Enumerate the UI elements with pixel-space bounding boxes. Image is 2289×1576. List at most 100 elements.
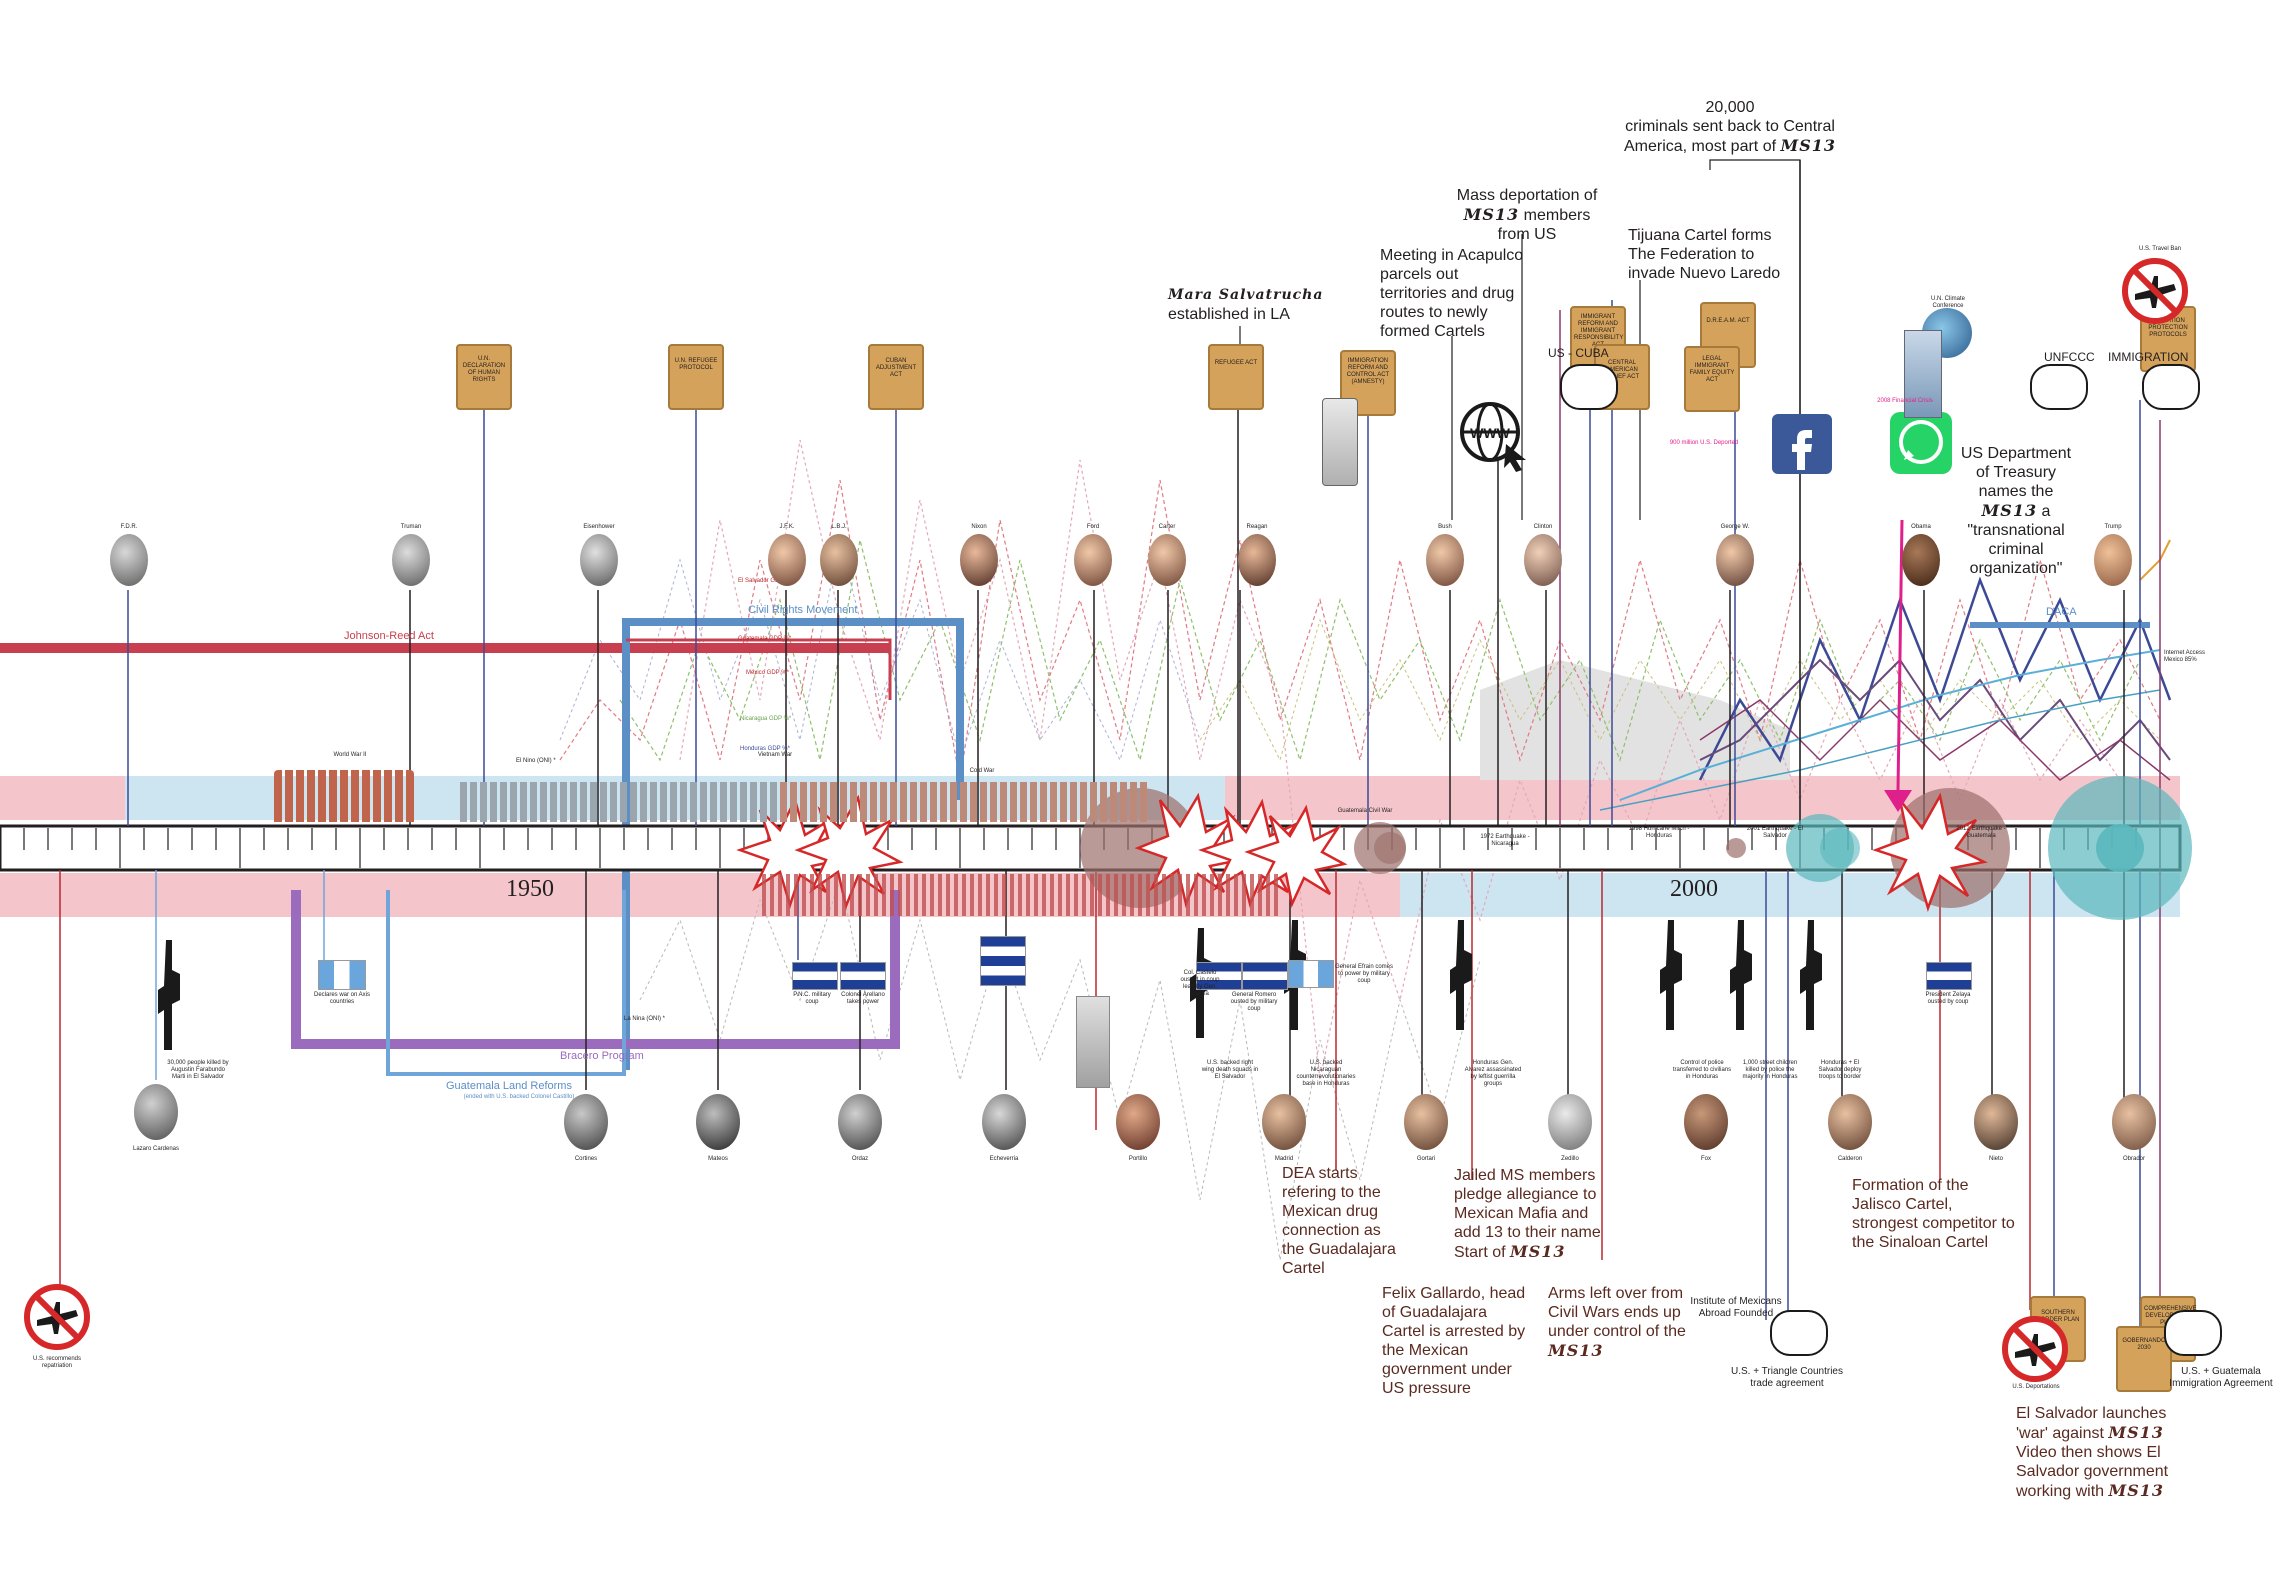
portrait-cortines (564, 1094, 608, 1150)
remittance-line-2 (1699, 658, 2171, 762)
facebook-icon (1772, 414, 1832, 474)
guatemala-reforms-note: (ended with U.S. backed Colonel Castillo… (463, 1094, 575, 1100)
treasury-note: US Department of Treasury names the MS13… (1960, 445, 2072, 577)
blue-band-lower (1400, 873, 2180, 917)
el-salvador-war-note: El Salvador launches 'war' against MS13 … (2016, 1405, 2169, 1500)
deportation-icon (2000, 1314, 2070, 1384)
phone-tower-icon (1904, 330, 1942, 418)
mx-president-nieto: Nieto (1966, 1094, 2026, 1168)
honduras-flag-3 (1926, 962, 1972, 990)
felix-gallardo-note: Felix Gallardo, head of Guadalajara Cart… (1382, 1285, 1526, 1397)
dea-note: DEA starts refering to the Mexican drug … (1282, 1165, 1396, 1277)
la-nina-note: La Nina (ONI) * (624, 1016, 666, 1022)
portrait-reagan (1238, 534, 1276, 586)
earthquake-nic-note: 1972 Earthquake - Nicaragua (1480, 834, 1530, 847)
portrait-jfk (768, 534, 806, 586)
mx-president-madrid: Madrid (1254, 1094, 1314, 1168)
portrait-truman (392, 534, 430, 586)
portrait-portillo (1116, 1094, 1160, 1150)
whatsapp-icon (1890, 412, 1952, 474)
president-fdr: F.D.R. (102, 524, 156, 594)
earthquake-els-note: 2001 Earthquake - El Salvador (1746, 826, 1804, 839)
mx-president-zedillo: Zedillo (1540, 1094, 1600, 1168)
money-stack-icon (1076, 996, 1110, 1088)
gun-icon (1446, 920, 1476, 1030)
mx-president-mateos: Mateos (688, 1094, 748, 1168)
scroll-cuban-adjustment: CUBAN ADJUSTMENT ACT (868, 344, 924, 410)
colonel-note: Colonel Arellano takes power (841, 992, 885, 1005)
scroll-un-refugee: U.N. REFUGEE PROTOCOL (668, 344, 724, 410)
deported-note: 900 million U.S. Deported (1669, 440, 1739, 446)
guatemala-flag (318, 960, 366, 990)
cold-war-bullets (780, 782, 1150, 822)
portrait-echeverria (982, 1094, 1026, 1150)
alvarez-note: Honduras Gen. Alvarez assassinated by le… (1464, 1060, 1522, 1087)
portrait-obama (1902, 534, 1940, 586)
tijuana-cartel-note: Tijuana Cartel forms The Federation to i… (1628, 227, 1781, 282)
acapulco-meeting-note: Meeting in Acapulco parcels out territor… (1380, 247, 1524, 340)
troops-note: Honduras + El Salvador deploy troops to … (1818, 1060, 1862, 1080)
www-icon: WWW (1460, 402, 1530, 472)
scroll-gobernando: GOBERNANDO 2030 (2116, 1326, 2172, 1392)
portrait-lbj (820, 534, 858, 586)
portrait-bush-jr (1716, 534, 1754, 586)
gdp-line-elsalvador (559, 539, 1201, 762)
portrait-fdr (110, 534, 148, 586)
romero-note: General Romero ousted by military coup (1230, 992, 1278, 1012)
deportations-note: U.S. Deportations (2012, 1384, 2060, 1390)
mx-president-cardenas: Lazaro Cardenas (126, 1084, 186, 1164)
triangle-agreement-note: U.S. + Triangle Countries trade agreemen… (1731, 1366, 1843, 1389)
portrait-carter (1148, 534, 1186, 586)
president-jfk: J.F.K. (760, 524, 814, 594)
daca-label: DACA (2046, 606, 2077, 618)
president-nixon: Nixon (952, 524, 1006, 594)
gun-icon (154, 940, 184, 1050)
guatemala-reforms-bracket (386, 890, 626, 1076)
killed-30000-note: 30,000 people killed by Augustin Farabun… (167, 1060, 229, 1080)
honduras-gdp-note: Honduras GDP %* (740, 746, 790, 752)
portrait-calderon (1828, 1094, 1872, 1150)
civil-war-bullets (762, 874, 1282, 916)
portrait-nieto (1974, 1094, 2018, 1150)
guatemala-reforms-label: Guatemala Land Reforms (446, 1080, 572, 1092)
contras-note: U.S. backed Nicaraguan counterrevolution… (1296, 1060, 1356, 1087)
orange-line (2139, 539, 2171, 581)
johnson-reed-label: Johnson-Reed Act (344, 630, 434, 642)
elsalvador-flag (792, 962, 838, 990)
lower-connectors (59, 870, 2161, 1330)
travel-ban-note: U.S. Travel Ban (2138, 246, 2182, 252)
zelaya-note: President Zelaya ousted by coup (1925, 992, 1971, 1005)
pnc-coup-note: P.N.C. military coup (793, 992, 831, 1005)
president-bush-jr: George W. (1708, 524, 1762, 594)
guatemala-war-note: Guatemala Civil War (1337, 808, 1393, 814)
daca-bar (1970, 622, 2150, 628)
un-climate-note: U.N. Climate Conference (1930, 296, 1965, 309)
korea-bullets (460, 782, 780, 822)
elsalvador-flag-2 (1196, 962, 1242, 990)
mx-president-portillo: Portillo (1108, 1094, 1168, 1168)
mara-salvatrucha-note: Mara Salvatrucha established in LA (1168, 287, 1324, 323)
no-plane-icon (22, 1282, 92, 1352)
castelo-note: Col. Castelo ousted in coup lead by Gen.… (1180, 970, 1220, 997)
twenty-thousand-note: 20,000 criminals sent back to Central Am… (1623, 99, 1837, 155)
president-truman: Truman (384, 524, 438, 594)
financial-crisis-note: 2008 Financial Crisis (1877, 398, 1933, 404)
mx-president-echeverria: Echeverria (974, 1094, 1034, 1168)
death-squads-note: U.S. backed right wing death squads in E… (1201, 1060, 1259, 1080)
us-cuba-label: US - CUBA (1548, 346, 1609, 360)
gdp-line-nicaragua (619, 539, 2141, 763)
unfccc-label: UNFCCC (2044, 350, 2095, 364)
hurricane-note: 1998 Hurricane Mitch - Honduras (1628, 826, 1690, 839)
police-note: Control of police transferred to civilia… (1672, 1060, 1732, 1080)
portrait-gortari (1404, 1094, 1448, 1150)
president-eisenhower: Eisenhower (572, 524, 626, 594)
guatemala-gdp-note: Guatemala GDP %* (738, 636, 792, 642)
portrait-nixon (960, 534, 998, 586)
handshake-icon (2142, 364, 2200, 410)
red-leader-lines (1335, 1160, 1473, 1180)
pink-arrow (1884, 519, 1912, 812)
portrait-cardenas (134, 1084, 178, 1140)
bracero-label: Bracero Program (560, 1050, 644, 1062)
scroll-un-declaration: U.N. DECLARATION OF HUMAN RIGHTS (456, 344, 512, 410)
portrait-obrador (2112, 1094, 2156, 1150)
